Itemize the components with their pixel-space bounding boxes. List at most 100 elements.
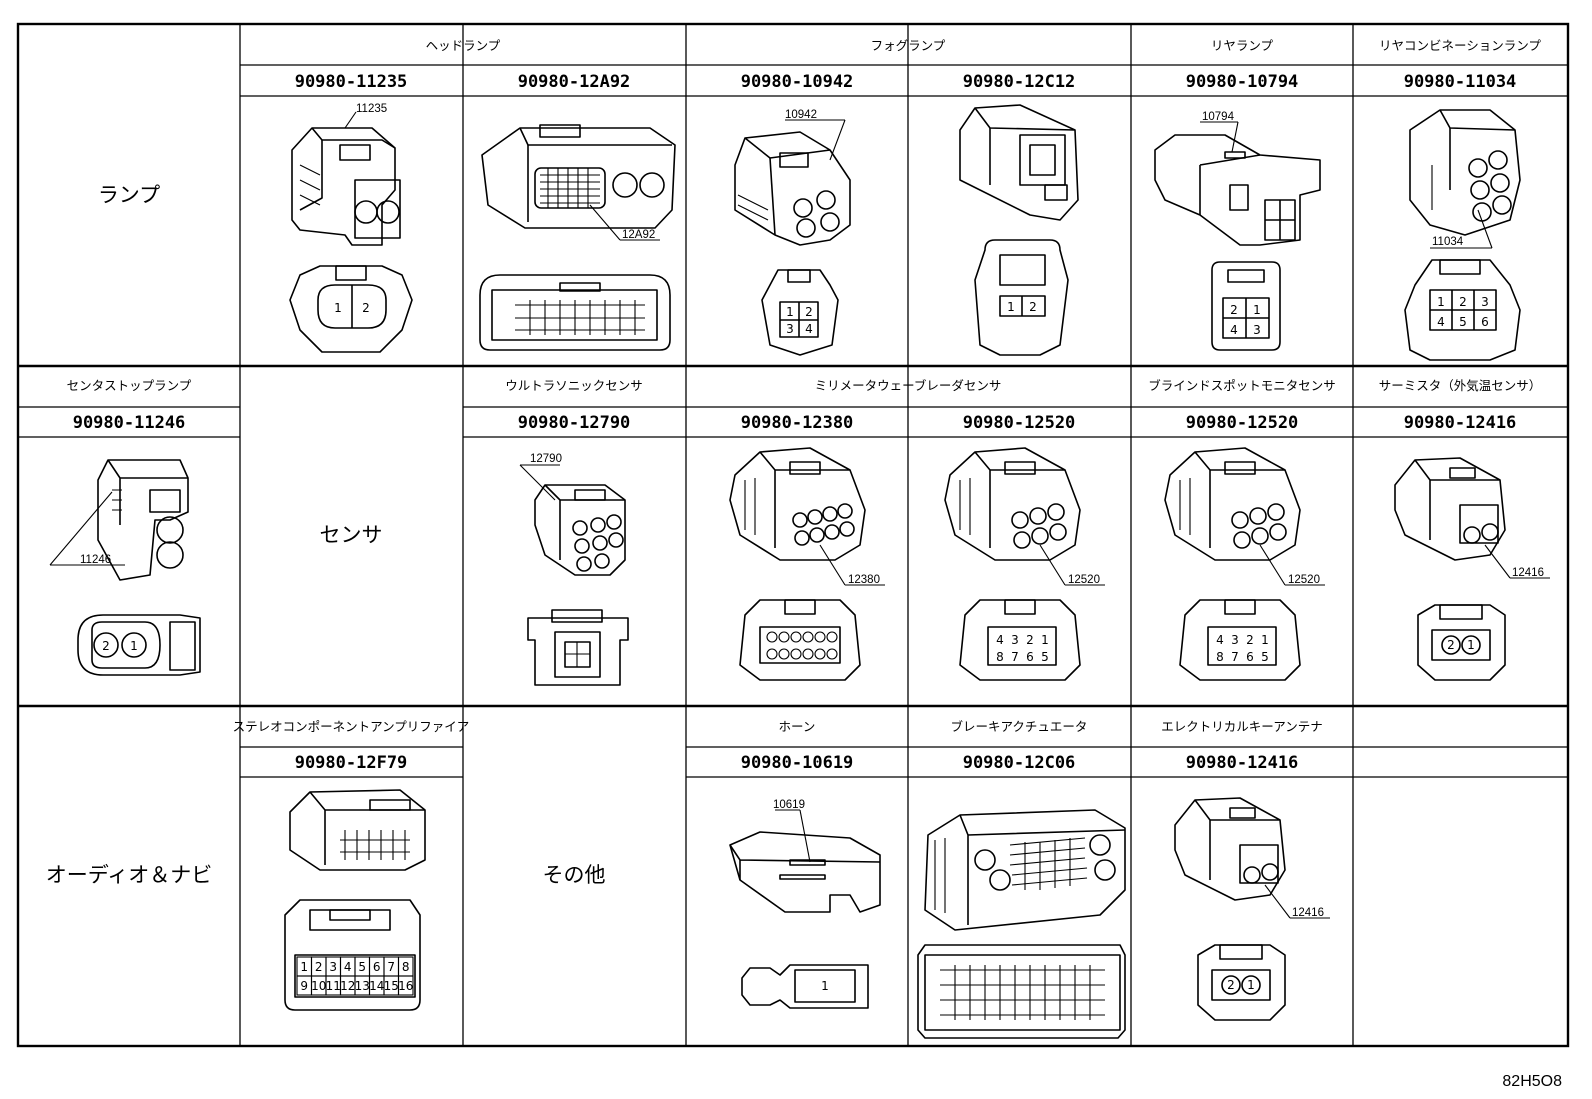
part-number: 90980-12416 bbox=[1186, 753, 1299, 773]
part-number: 90980-11246 bbox=[73, 413, 186, 433]
group-electrical-key-antenna: エレクトリカルキーアンテナ bbox=[1161, 719, 1323, 734]
pin-label: 1 bbox=[1253, 303, 1261, 317]
pin-label: 1 bbox=[130, 639, 138, 653]
part-number: 90980-10794 bbox=[1186, 72, 1299, 92]
pin-label: 1 bbox=[1261, 633, 1269, 647]
pin-label: 2 bbox=[315, 960, 323, 974]
pin-label: 2 bbox=[362, 301, 370, 315]
pin-label: 4 bbox=[1437, 315, 1445, 329]
figure-code: 82H5O8 bbox=[1502, 1073, 1562, 1090]
pin-label: 11 bbox=[326, 979, 341, 993]
connector-code: 10619 bbox=[773, 799, 805, 811]
pin-label: 1 bbox=[1437, 295, 1445, 309]
pin-label: 2 bbox=[1459, 295, 1467, 309]
part-number: 90980-12520 bbox=[963, 413, 1076, 433]
category-audio-navi: オーディオ＆ナビ bbox=[46, 863, 213, 887]
connector-drawing-12416: 12416 2 1 bbox=[1394, 457, 1550, 681]
connector-drawing-11246: 11246 2 1 bbox=[49, 459, 201, 676]
table-grid bbox=[16, 22, 1570, 1048]
connector-drawing-12380: 12380 bbox=[729, 447, 885, 681]
connector-drawing-12520: 12520 4 3 2 1 8 7 6 5 bbox=[944, 447, 1105, 681]
connector-code: 11246 bbox=[80, 554, 111, 566]
pin-label: 1 bbox=[334, 301, 342, 315]
pin-label: 7 bbox=[1231, 650, 1239, 664]
pin-label: 8 bbox=[996, 650, 1004, 664]
pin-label: 8 bbox=[402, 960, 410, 974]
pin-label: 1 bbox=[786, 305, 794, 319]
part-number: 90980-12C12 bbox=[963, 72, 1076, 92]
pin-label: 2 bbox=[805, 305, 813, 319]
part-number: 90980-12520 bbox=[1186, 413, 1299, 433]
pin-label: 2 bbox=[1029, 300, 1037, 314]
pin-label: 14 bbox=[369, 979, 384, 993]
pin-label: 6 bbox=[1026, 650, 1034, 664]
pin-label: 1 bbox=[1007, 300, 1015, 314]
connector-code: 11034 bbox=[1432, 236, 1464, 248]
pin-label: 4 bbox=[996, 633, 1004, 647]
connector-drawing-12416-antenna: 12416 2 1 bbox=[1174, 797, 1330, 1021]
pin-label: 4 bbox=[805, 322, 813, 336]
group-mmwave-radar-sensor: ミリメータウェーブレーダセンサ bbox=[815, 378, 1002, 393]
part-number: 90980-12416 bbox=[1404, 413, 1517, 433]
pin-label: 1 bbox=[1467, 638, 1475, 652]
group-rearlamp: リヤランプ bbox=[1211, 38, 1274, 53]
pin-label: 1 bbox=[300, 960, 308, 974]
group-center-stop-lamp: センタストップランプ bbox=[67, 378, 192, 393]
part-number: 90980-10942 bbox=[741, 72, 854, 92]
group-headlamp: ヘッドランプ bbox=[426, 38, 501, 53]
connector-code: 10794 bbox=[1202, 111, 1235, 123]
pin-label: 7 bbox=[387, 960, 395, 974]
connector-drawing-12790: 12790 bbox=[519, 453, 629, 686]
category-lamp: ランプ bbox=[98, 183, 160, 207]
connector-drawing-10619: 10619 1 bbox=[729, 799, 881, 1009]
pin-label: 5 bbox=[1459, 315, 1467, 329]
category-sensor: センサ bbox=[320, 523, 383, 547]
pin-label: 3 bbox=[329, 960, 337, 974]
connector-code: 12790 bbox=[530, 453, 562, 465]
pin-cell bbox=[397, 975, 414, 996]
group-stereo-amplifier: ステレオコンポーネントアンプリファイア bbox=[233, 719, 470, 734]
connector-code: 10942 bbox=[785, 109, 817, 121]
pin-label: 16 bbox=[398, 979, 413, 993]
pin-label: 5 bbox=[358, 960, 366, 974]
pin-label: 6 bbox=[1246, 650, 1254, 664]
group-blind-spot-sensor: ブラインドスポットモニタセンサ bbox=[1148, 378, 1336, 393]
group-thermistor: サーミスタ（外気温センサ） bbox=[1379, 378, 1542, 393]
pin-label: 9 bbox=[300, 979, 308, 993]
pin-label: 13 bbox=[355, 979, 370, 993]
pin-label: 4 bbox=[1216, 633, 1224, 647]
group-brake-actuator: ブレーキアクチュエータ bbox=[951, 719, 1088, 734]
part-number: 90980-12F79 bbox=[295, 753, 408, 773]
part-number: 90980-10619 bbox=[741, 753, 854, 773]
pin-label: 3 bbox=[1253, 323, 1261, 337]
pin-label: 2 bbox=[1227, 978, 1235, 992]
pin-label: 3 bbox=[786, 322, 794, 336]
pin-label: 8 bbox=[1216, 650, 1224, 664]
pin-label: 6 bbox=[373, 960, 381, 974]
connector-code: 12520 bbox=[1068, 574, 1100, 586]
connector-code: 12380 bbox=[848, 574, 880, 586]
pin-label: 3 bbox=[1231, 633, 1239, 647]
pin-label: 2 bbox=[1447, 638, 1455, 652]
connector-drawing-12520-blindspot: 12520 4 3 2 1 8 7 6 5 bbox=[1164, 447, 1325, 681]
pin-label: 10 bbox=[311, 979, 326, 993]
connector-drawing-12C06 bbox=[917, 809, 1126, 1039]
part-number: 90980-11235 bbox=[295, 72, 408, 92]
category-other: その他 bbox=[543, 863, 606, 887]
pin-label: 2 bbox=[1026, 633, 1034, 647]
pin-label: 1 bbox=[1247, 978, 1255, 992]
connector-drawing-12A92: 12A92 bbox=[479, 124, 676, 351]
pin-label: 4 bbox=[344, 960, 352, 974]
group-horn: ホーン bbox=[779, 719, 816, 734]
pin-label: 3 bbox=[1011, 633, 1019, 647]
pin-label: 1 bbox=[1041, 633, 1049, 647]
part-number: 90980-12A92 bbox=[518, 72, 631, 92]
part-number: 90980-12380 bbox=[741, 413, 854, 433]
connector-code: 12A92 bbox=[622, 229, 655, 241]
connector-code: 12416 bbox=[1512, 567, 1544, 579]
connector-drawing-12C12: 1 2 bbox=[959, 104, 1079, 356]
pin-label: 15 bbox=[384, 979, 399, 993]
